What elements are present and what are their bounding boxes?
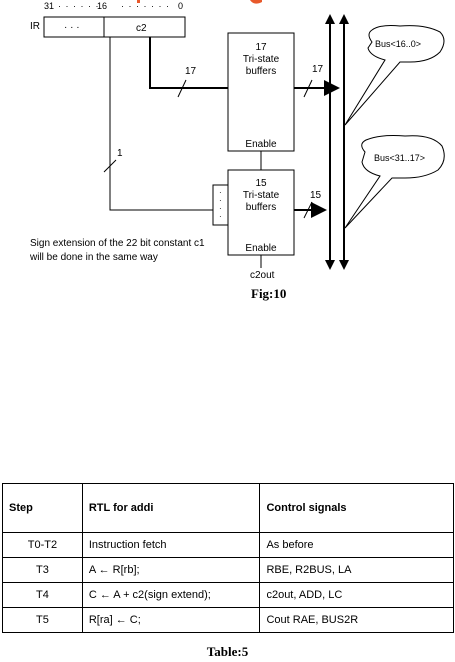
rtl-cell: Instruction fetch: [81, 532, 261, 558]
bus-lines: [325, 14, 349, 270]
svg-text:17: 17: [312, 64, 324, 75]
table-row: T4 C ← A + c2(sign extend); c2out, ADD, …: [2, 582, 454, 608]
header-rtl: RTL for addi: [81, 483, 261, 533]
lower-enable-label: Enable: [245, 243, 277, 254]
step-cell: T0-T2: [2, 532, 83, 558]
bus-high-label: Bus<31..17>: [374, 153, 425, 163]
bit-0-label: 0: [178, 1, 183, 11]
bit-31-label: 31: [44, 1, 54, 11]
control-cell: RBE, R2BUS, LA: [259, 557, 454, 583]
figure-caption: Fig:10: [251, 286, 286, 301]
bus-low-callout: [344, 25, 445, 126]
upper-tristate-buffer: [227, 32, 295, 152]
step-cell: T5: [2, 607, 83, 633]
bit-16-label: 16: [97, 1, 107, 11]
rtl-table: Step RTL for addi Control signals T0-T2 …: [2, 483, 454, 633]
orange-dot: [137, 0, 140, 3]
svg-text:15: 15: [310, 190, 322, 201]
table-row: T0-T2 Instruction fetch As before: [2, 532, 454, 558]
rtl-cell: R[ra] ← C;: [81, 607, 261, 633]
svg-text:·: ·: [219, 188, 222, 197]
c2-field-label: c2: [136, 23, 147, 34]
svg-text:·: ·: [219, 196, 222, 205]
rtl-cell: C ← A + c2(sign extend);: [81, 582, 261, 608]
bus-high-callout: [344, 135, 445, 229]
svg-text:15: 15: [255, 178, 267, 189]
svg-text:1: 1: [117, 148, 123, 159]
control-cell: Cout RAE, BUS2R: [259, 607, 454, 633]
svg-text:· · · · · ·: · · · · · ·: [58, 1, 100, 11]
svg-text:Tri-state: Tri-state: [243, 190, 280, 201]
lower-tristate-buffer: [227, 169, 295, 256]
ir-dots: · · ·: [64, 22, 80, 33]
control-cell: c2out, ADD, LC: [259, 582, 454, 608]
header-control-signals: Control signals: [259, 483, 454, 533]
c2out-label: c2out: [250, 270, 275, 281]
svg-text:·: ·: [219, 204, 222, 213]
control-cell: As before: [259, 532, 454, 558]
orange-accent-mark: [250, 0, 262, 4]
table-header-row: Step RTL for addi Control signals: [2, 483, 454, 533]
svg-text:17: 17: [185, 66, 197, 77]
c2-low-wire: [149, 37, 228, 89]
step-cell: T4: [2, 582, 83, 608]
ir-register: [43, 16, 186, 38]
svg-text:17: 17: [255, 42, 267, 53]
sign-extension-note-line1: Sign extension of the 22 bit constant c1: [30, 238, 205, 249]
sign-bit-wire: [109, 37, 213, 211]
table-caption: Table:5: [206, 644, 249, 659]
svg-text:·: ·: [219, 212, 222, 221]
ir-label: IR: [30, 21, 40, 32]
step-cell: T3: [2, 557, 83, 583]
table-row: T5 R[ra] ← C; Cout RAE, BUS2R: [2, 607, 454, 633]
svg-text:· · · · · · ·: · · · · · · ·: [121, 1, 170, 11]
upper-enable-label: Enable: [245, 139, 277, 150]
sign-extension-note-line2: will be done in the same way: [29, 252, 158, 263]
svg-text:buffers: buffers: [246, 66, 276, 77]
svg-text:Tri-state: Tri-state: [243, 54, 280, 65]
table-row: T3 A ← R[rb]; RBE, R2BUS, LA: [2, 557, 454, 583]
datapath-diagram: 31 · · · · · · 16 · · · · · · · 0 IR · ·…: [29, 0, 445, 301]
header-step: Step: [2, 483, 83, 533]
svg-text:buffers: buffers: [246, 202, 276, 213]
bus-low-label: Bus<16..0>: [375, 39, 421, 49]
rtl-cell: A ← R[rb];: [81, 557, 261, 583]
